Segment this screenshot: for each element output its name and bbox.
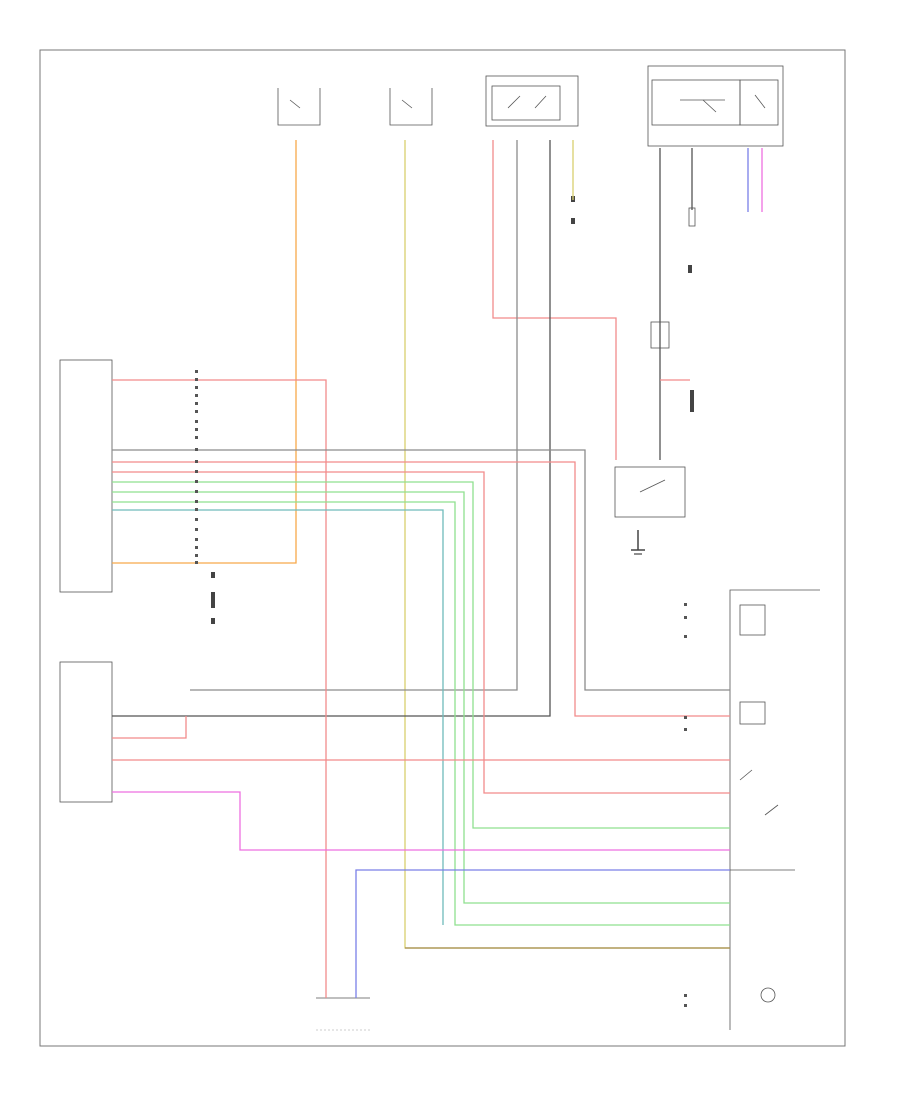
- wire-red: [112, 471, 730, 794]
- pin: [195, 470, 198, 473]
- pin: [195, 546, 198, 549]
- pin: [195, 378, 198, 381]
- wire-green: [112, 481, 730, 829]
- wire-green: [112, 491, 730, 904]
- pin: [195, 394, 198, 397]
- ecu1: [59, 359, 113, 593]
- pin: [195, 420, 198, 423]
- pin: [195, 508, 198, 511]
- wire-teal: [112, 509, 444, 925]
- ecu2: [59, 661, 113, 803]
- wire-red: [112, 716, 187, 739]
- pin: [195, 480, 198, 483]
- steering-module: [729, 589, 820, 1030]
- starter: [614, 466, 686, 555]
- pin: [684, 994, 687, 997]
- connector-pins: [195, 370, 687, 1007]
- pin: [684, 635, 687, 638]
- pin: [195, 436, 198, 439]
- pin: [195, 460, 198, 463]
- wire-gray: [190, 140, 518, 691]
- wire-dark: [112, 140, 551, 717]
- pin: [195, 518, 198, 521]
- pin: [195, 402, 198, 405]
- wire-blue: [355, 869, 730, 998]
- pin: [195, 410, 198, 413]
- fuse-mid: [389, 88, 433, 126]
- pin: [195, 490, 198, 493]
- wire-gray: [112, 449, 730, 691]
- pin: [195, 386, 198, 389]
- pin: [684, 603, 687, 606]
- ground-connector: [316, 997, 370, 1031]
- battery-box: [647, 65, 784, 147]
- fuse-block: [650, 321, 694, 412]
- diagnostic-conn: [739, 769, 779, 816]
- clock-spring: [760, 987, 776, 1003]
- pin: [684, 616, 687, 619]
- fuse-left: [277, 88, 321, 126]
- pin: [684, 716, 687, 719]
- pin: [684, 1004, 687, 1007]
- wire-orange: [112, 140, 297, 564]
- wire-pink: [112, 791, 730, 851]
- wire-red: [492, 140, 617, 460]
- pin: [684, 728, 687, 731]
- pin: [195, 370, 198, 373]
- ground-left: [211, 572, 215, 624]
- pin: [195, 528, 198, 531]
- pin: [195, 500, 198, 503]
- diagram-border: [39, 49, 846, 1047]
- wire-yellow: [404, 140, 730, 949]
- pin: [195, 448, 198, 451]
- wires: [112, 140, 763, 998]
- pin: [195, 428, 198, 431]
- pin: [195, 561, 198, 564]
- wire-red: [112, 379, 327, 998]
- ground-symbol: [571, 196, 696, 273]
- pin: [195, 554, 198, 557]
- wire-red: [112, 461, 730, 717]
- relay-top: [485, 75, 579, 127]
- pin: [195, 538, 198, 541]
- wire-green: [112, 501, 730, 926]
